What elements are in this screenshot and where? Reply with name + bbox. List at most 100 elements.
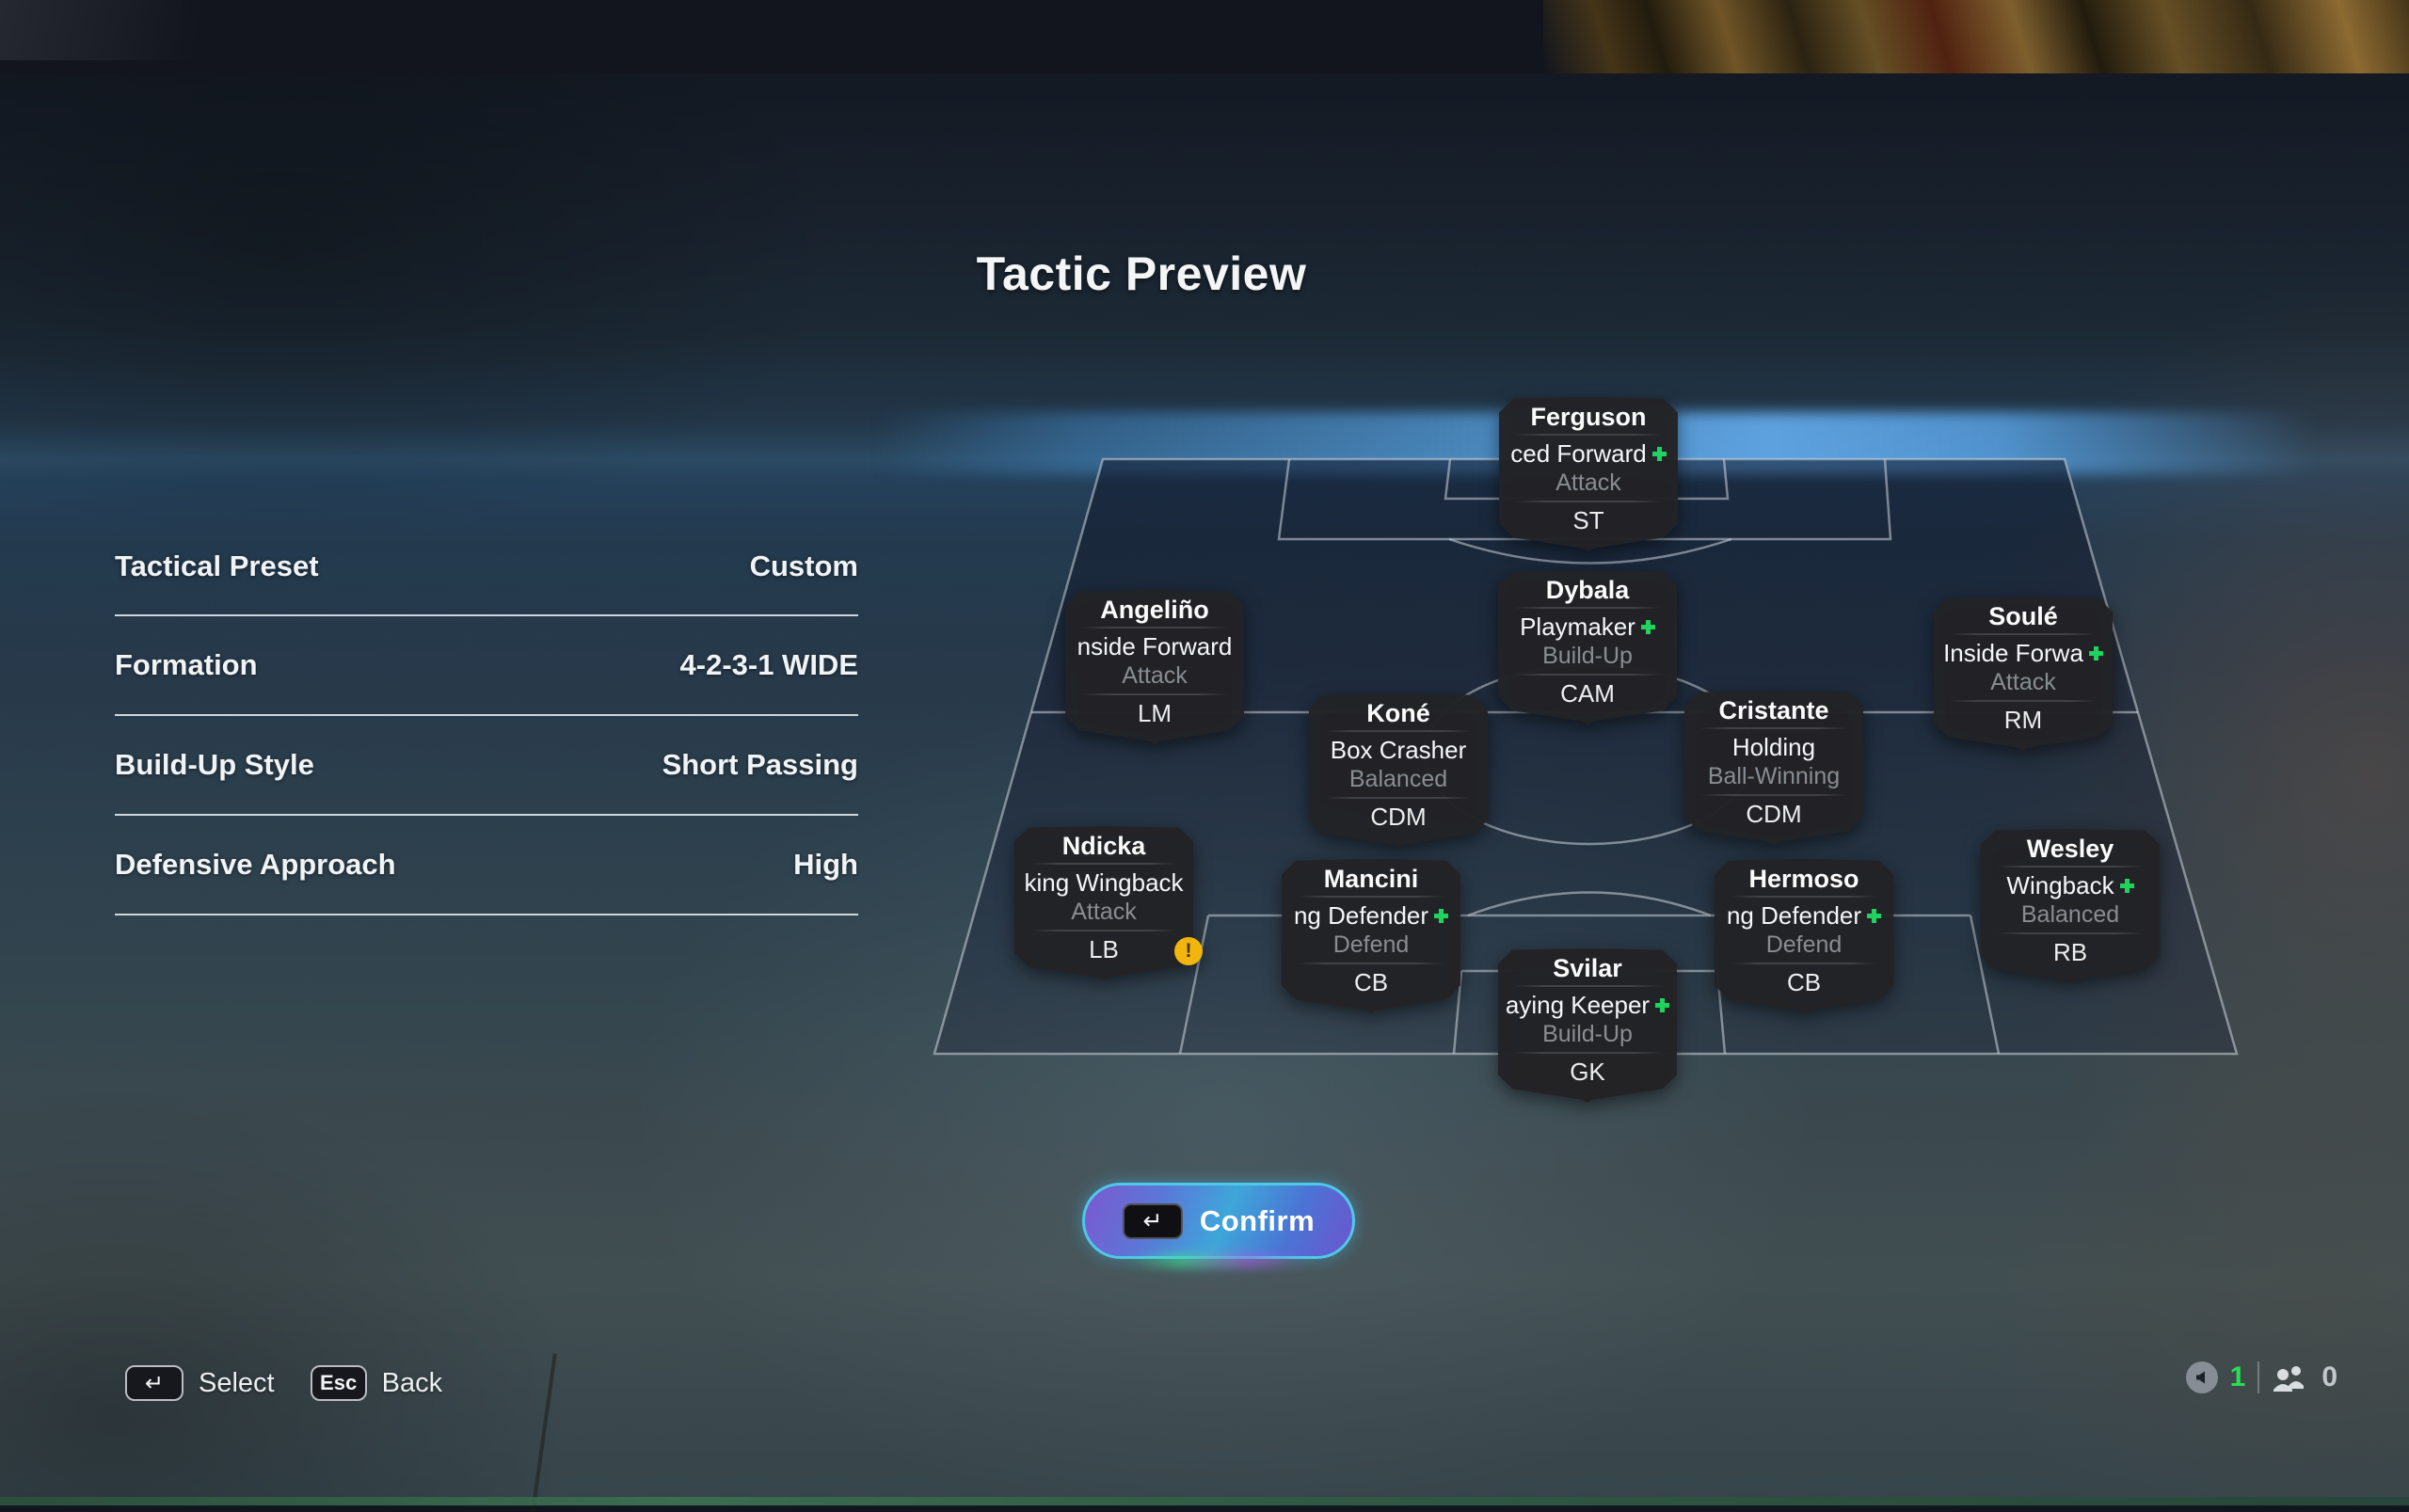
- player-focus: Ball-Winning: [1707, 763, 1841, 789]
- player-card: Ferguson ced Forward Attack ST !: [1499, 397, 1678, 551]
- card-divider: [1699, 794, 1848, 796]
- stadium-truss-decor: [0, 0, 245, 60]
- setting-value: Custom: [749, 549, 858, 582]
- player-card: Wesley Wingback Balanced RB !: [1981, 829, 2160, 983]
- player-position: LM: [1137, 699, 1173, 727]
- top-letterbox-band: [0, 0, 2409, 73]
- setting-label: Build-Up Style: [115, 748, 314, 781]
- card-divider: [1324, 797, 1473, 799]
- player-name: Svilar: [1553, 954, 1622, 982]
- confirm-button-label: Confirm: [1199, 1203, 1316, 1237]
- player-role: Holding: [1731, 733, 1816, 761]
- player-card: Angeliño nside Forward Attack LM !: [1065, 590, 1244, 744]
- setting-row-tactical-preset: Tactical Preset Custom: [115, 518, 858, 616]
- player-card: Ndicka king Wingback Attack LB !: [1014, 826, 1203, 980]
- player-position: CB: [1353, 968, 1389, 996]
- enter-key-icon[interactable]: ↵: [125, 1365, 183, 1401]
- card-divider: [1514, 501, 1663, 502]
- card-divider: [1080, 693, 1229, 695]
- card-divider: [1996, 866, 2145, 867]
- setting-label: Tactical Preset: [115, 549, 319, 582]
- role-plus-icon: [2119, 878, 2134, 893]
- role-plus-icon: [2088, 645, 2103, 661]
- party-count: 0: [2321, 1361, 2337, 1393]
- player-role: ng Defender: [1282, 900, 1460, 931]
- card-divider: [1513, 607, 1662, 609]
- card-divider: [1949, 633, 2098, 635]
- player-role: Wingback: [1981, 870, 2160, 900]
- card-divider: [1029, 930, 1178, 931]
- player-focus: Attack: [1071, 899, 1137, 925]
- player-name: Cristante: [1718, 696, 1829, 724]
- card-divider: [1996, 932, 2145, 934]
- player-position: CAM: [1560, 679, 1615, 708]
- player-focus: Attack: [1122, 662, 1188, 689]
- player-card: Cristante Holding Ball-Winning CDM !: [1684, 691, 1863, 845]
- role-plus-icon: [1655, 997, 1670, 1012]
- player-name: Koné: [1366, 699, 1430, 727]
- card-divider: [1699, 727, 1848, 729]
- player-card: Mancini ng Defender Defend CB !: [1282, 859, 1460, 1013]
- card-divider: [1513, 985, 1662, 987]
- setting-row-formation: Formation 4-2-3-1 WIDE: [115, 616, 858, 716]
- setting-value: 4-2-3-1 WIDE: [679, 648, 858, 681]
- player-name: Dybala: [1545, 576, 1630, 604]
- setting-label: Formation: [115, 648, 258, 681]
- role-plus-icon: [1867, 908, 1882, 923]
- esc-key-icon[interactable]: Esc: [310, 1365, 367, 1401]
- player-position: LB: [1089, 935, 1119, 963]
- player-name: Ferguson: [1530, 403, 1647, 431]
- player-role: ced Forward: [1499, 438, 1678, 469]
- card-divider: [1514, 434, 1663, 436]
- player-card: Dybala Playmaker Build-Up CAM !: [1498, 570, 1677, 724]
- player-position: GK: [1570, 1058, 1605, 1086]
- player-position: CDM: [1746, 800, 1802, 828]
- player-position: RB: [2052, 938, 2088, 966]
- player-position: CDM: [1370, 803, 1427, 831]
- confirm-button[interactable]: ↵ Confirm: [1082, 1183, 1355, 1259]
- player-card: Svilar aying Keeper Build-Up GK !: [1498, 948, 1677, 1103]
- player-role: Playmaker: [1498, 612, 1677, 642]
- card-divider: [1297, 963, 1445, 964]
- setting-value: Short Passing: [662, 748, 858, 781]
- setting-value: High: [793, 848, 858, 881]
- player-role: nside Forward: [1077, 632, 1233, 661]
- player-role: Inside Forwa: [1934, 638, 2113, 668]
- player-name: Soulé: [1988, 602, 2058, 630]
- setting-row-defensive-approach: Defensive Approach High: [115, 816, 858, 915]
- player-name: Hermoso: [1748, 865, 1859, 893]
- role-plus-icon: [1651, 446, 1667, 461]
- player-card: Hermoso ng Defender Defend CB !: [1715, 859, 1893, 1013]
- player-role: Box Crasher: [1330, 736, 1467, 764]
- party-icon[interactable]: [2272, 1363, 2309, 1392]
- select-hint-label: Select: [199, 1367, 275, 1398]
- card-divider: [1080, 627, 1229, 629]
- player-position: CB: [1786, 968, 1822, 996]
- player-focus: Balanced: [2020, 901, 2120, 928]
- voice-chat-icon[interactable]: [2185, 1361, 2218, 1393]
- page-title: Tactic Preview: [976, 247, 1307, 300]
- bottom-green-strip: [0, 1497, 2409, 1505]
- card-divider: [1029, 863, 1178, 865]
- back-hint-label: Back: [381, 1367, 443, 1398]
- card-divider: [1297, 896, 1445, 898]
- setting-label: Defensive Approach: [115, 848, 396, 881]
- player-focus: Defend: [1332, 931, 1410, 958]
- floor-seam-decor: [531, 1353, 557, 1512]
- status-divider: [2257, 1361, 2260, 1393]
- player-name: Ndicka: [1061, 832, 1146, 860]
- player-name: Angeliño: [1100, 596, 1209, 624]
- player-name: Wesley: [2026, 835, 2114, 863]
- player-focus: Build-Up: [1542, 643, 1633, 669]
- player-role: ng Defender: [1715, 900, 1893, 931]
- card-divider: [1730, 963, 1878, 964]
- player-focus: Defend: [1765, 931, 1843, 958]
- player-card: Koné Box Crasher Balanced CDM !: [1309, 693, 1488, 848]
- role-plus-icon: [1434, 908, 1449, 923]
- card-divider: [1324, 730, 1473, 732]
- player-name: Mancini: [1323, 865, 1419, 893]
- player-position: RM: [2003, 706, 2043, 734]
- role-plus-icon: [1640, 619, 1655, 634]
- player-role: aying Keeper: [1498, 990, 1677, 1020]
